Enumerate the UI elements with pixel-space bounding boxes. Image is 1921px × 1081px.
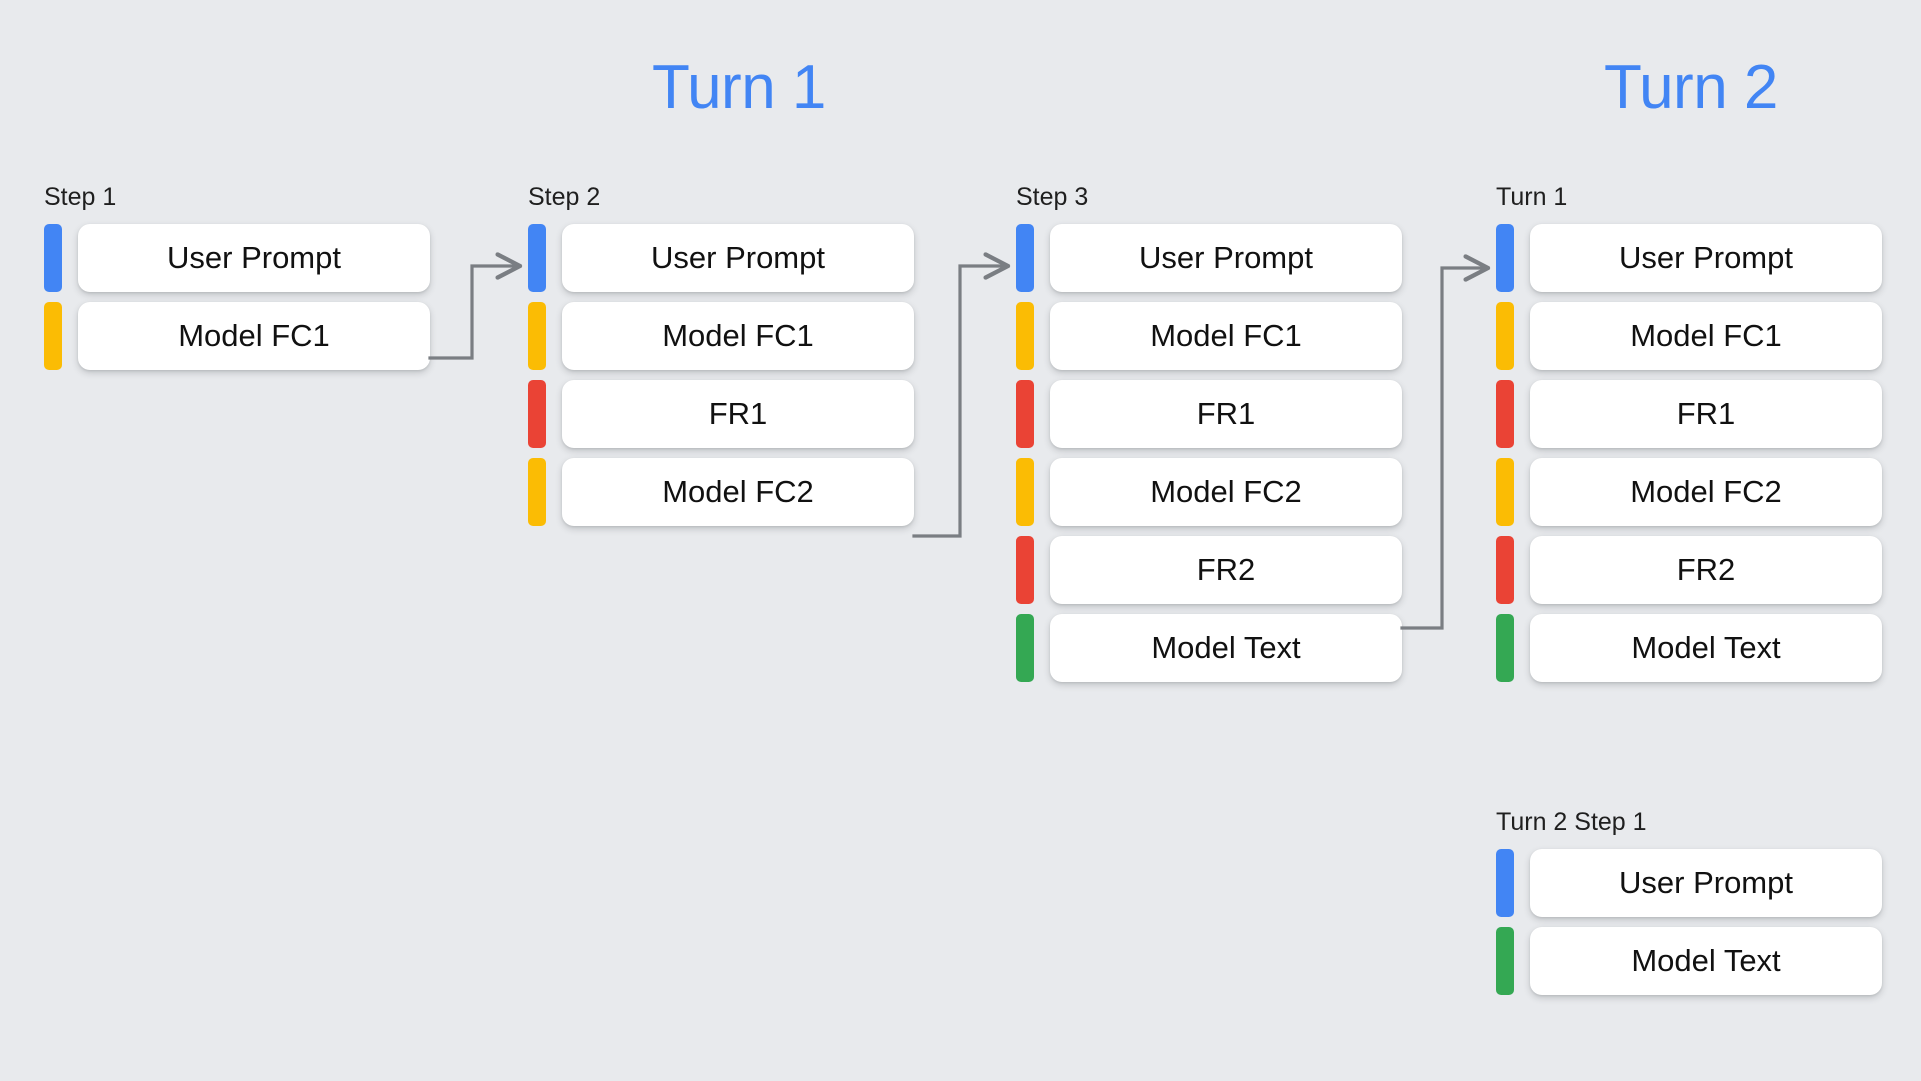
role-color-bar-yellow bbox=[44, 302, 62, 370]
role-color-bar-red bbox=[1496, 536, 1514, 604]
role-color-bar-green bbox=[1496, 614, 1514, 682]
column-label-step-3: Step 3 bbox=[1016, 183, 1089, 211]
role-color-bar-red bbox=[528, 380, 546, 448]
message-row: Model FC1 bbox=[528, 302, 914, 370]
message-row: Model FC1 bbox=[44, 302, 430, 370]
message-card: FR1 bbox=[1050, 380, 1402, 448]
message-card: Model FC2 bbox=[1050, 458, 1402, 526]
message-row: Model FC1 bbox=[1496, 302, 1882, 370]
role-color-bar-red bbox=[1016, 536, 1034, 604]
role-color-bar-green bbox=[1496, 927, 1514, 995]
message-card: FR1 bbox=[562, 380, 914, 448]
message-card: Model FC2 bbox=[562, 458, 914, 526]
message-row: Model FC2 bbox=[528, 458, 914, 526]
arrow-step3-to-turn2 bbox=[1400, 268, 1488, 630]
message-row: Model FC1 bbox=[1016, 302, 1402, 370]
message-card: Model Text bbox=[1530, 927, 1882, 995]
message-card: FR2 bbox=[1530, 536, 1882, 604]
role-color-bar-yellow bbox=[528, 302, 546, 370]
column-label-turn2-step-1: Turn 2 Step 1 bbox=[1496, 808, 1647, 836]
turn-1-title: Turn 1 bbox=[652, 53, 826, 122]
message-card: Model Text bbox=[1050, 614, 1402, 682]
message-row: Model Text bbox=[1496, 927, 1882, 995]
role-color-bar-blue bbox=[528, 224, 546, 292]
arrow-step2-to-step3 bbox=[912, 266, 1008, 538]
role-color-bar-yellow bbox=[1496, 458, 1514, 526]
message-card: Model FC1 bbox=[1530, 302, 1882, 370]
role-color-bar-blue bbox=[1496, 224, 1514, 292]
message-row: Model FC2 bbox=[1496, 458, 1882, 526]
message-row: FR2 bbox=[1016, 536, 1402, 604]
role-color-bar-yellow bbox=[1016, 302, 1034, 370]
message-card: Model Text bbox=[1530, 614, 1882, 682]
role-color-bar-yellow bbox=[528, 458, 546, 526]
message-row: User Prompt bbox=[44, 224, 430, 292]
arrow-step1-to-step2 bbox=[428, 266, 520, 360]
role-color-bar-yellow bbox=[1016, 458, 1034, 526]
message-row: User Prompt bbox=[1496, 849, 1882, 917]
message-card: Model FC2 bbox=[1530, 458, 1882, 526]
role-color-bar-green bbox=[1016, 614, 1034, 682]
message-card: User Prompt bbox=[562, 224, 914, 292]
message-card: Model FC1 bbox=[1050, 302, 1402, 370]
message-row: FR2 bbox=[1496, 536, 1882, 604]
message-row: Model FC2 bbox=[1016, 458, 1402, 526]
message-row: FR1 bbox=[528, 380, 914, 448]
turn-2-title: Turn 2 bbox=[1604, 53, 1778, 122]
message-row: FR1 bbox=[1496, 380, 1882, 448]
role-color-bar-yellow bbox=[1496, 302, 1514, 370]
message-row: Model Text bbox=[1016, 614, 1402, 682]
role-color-bar-blue bbox=[1016, 224, 1034, 292]
message-row: Model Text bbox=[1496, 614, 1882, 682]
message-card: FR1 bbox=[1530, 380, 1882, 448]
message-card: Model FC1 bbox=[562, 302, 914, 370]
message-row: User Prompt bbox=[1496, 224, 1882, 292]
role-color-bar-red bbox=[1496, 380, 1514, 448]
role-color-bar-red bbox=[1016, 380, 1034, 448]
message-card: Model FC1 bbox=[78, 302, 430, 370]
column-label-turn2-turn-1: Turn 1 bbox=[1496, 183, 1568, 211]
column-label-step-1: Step 1 bbox=[44, 183, 117, 211]
message-card: User Prompt bbox=[78, 224, 430, 292]
message-row: User Prompt bbox=[1016, 224, 1402, 292]
message-row: FR1 bbox=[1016, 380, 1402, 448]
message-card: User Prompt bbox=[1050, 224, 1402, 292]
role-color-bar-blue bbox=[44, 224, 62, 292]
message-row: User Prompt bbox=[528, 224, 914, 292]
column-label-step-2: Step 2 bbox=[528, 183, 601, 211]
message-card: User Prompt bbox=[1530, 849, 1882, 917]
message-card: User Prompt bbox=[1530, 224, 1882, 292]
role-color-bar-blue bbox=[1496, 849, 1514, 917]
message-card: FR2 bbox=[1050, 536, 1402, 604]
